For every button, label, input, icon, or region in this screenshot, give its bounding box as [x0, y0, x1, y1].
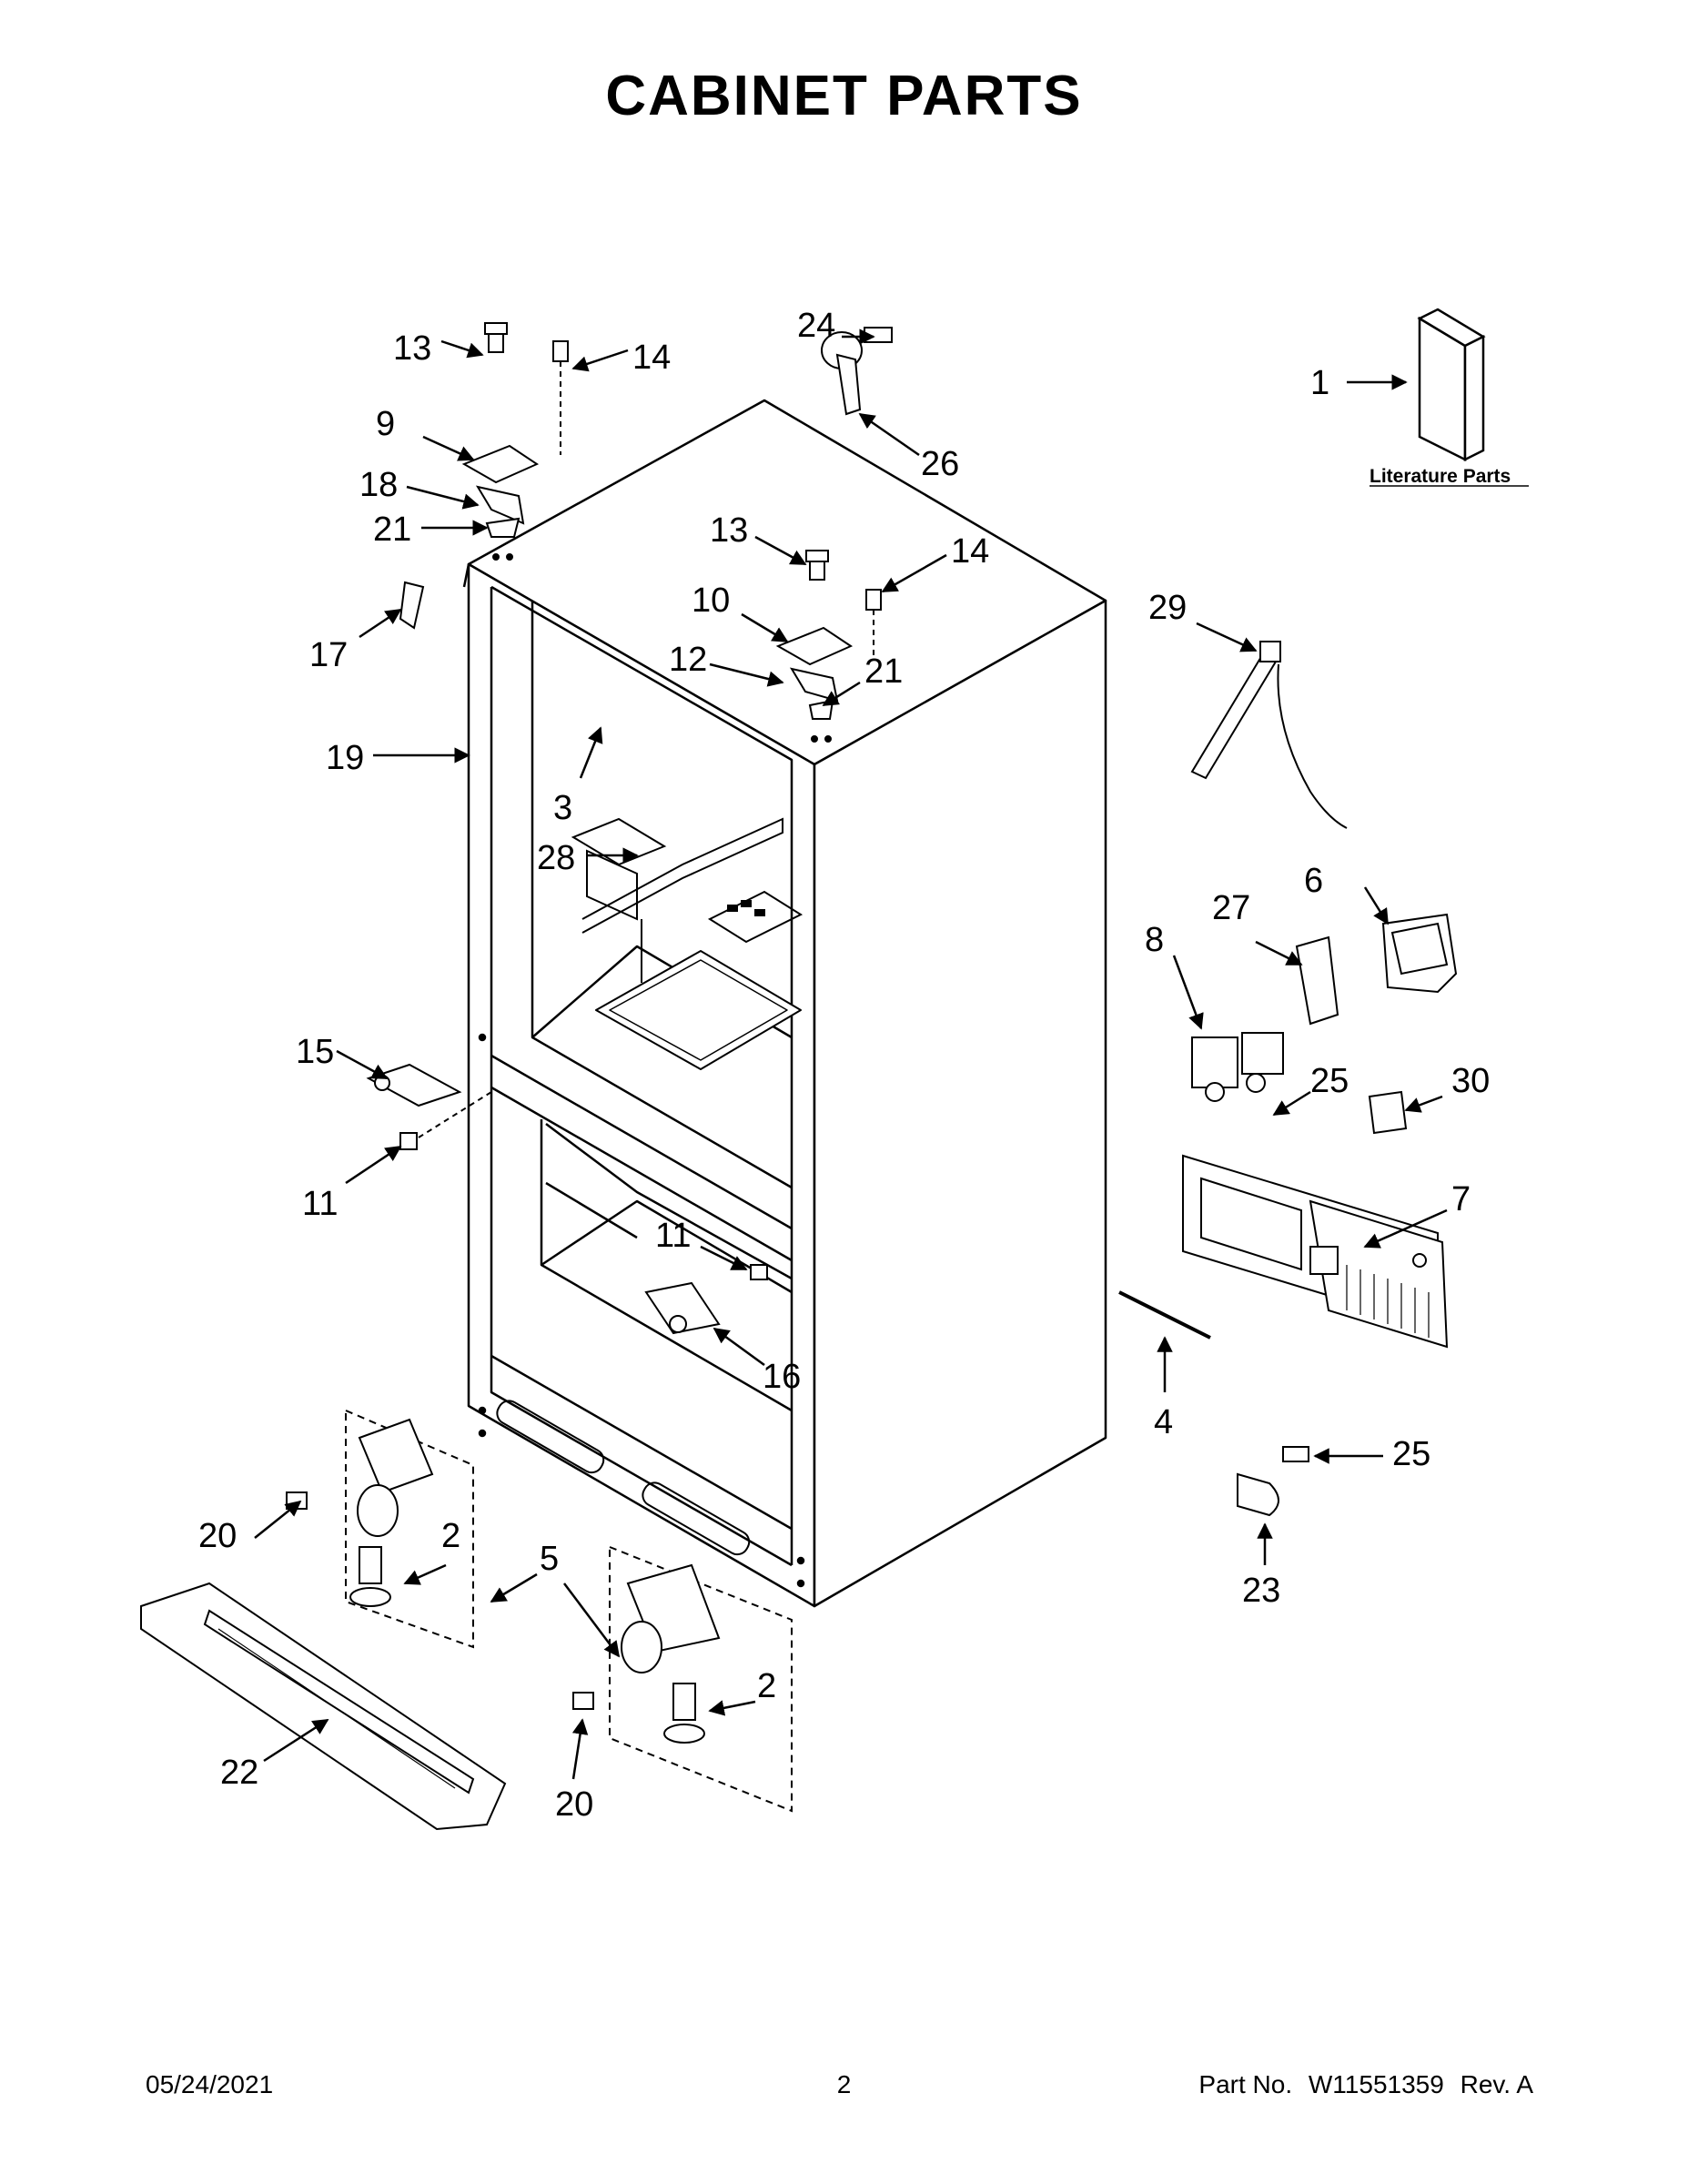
- leveling-leg-right: [572, 1545, 793, 1813]
- callout-14b: 14: [951, 532, 989, 571]
- callout-23: 23: [1242, 1572, 1280, 1610]
- cabinet-body: [462, 399, 1107, 1608]
- callout-26: 26: [921, 445, 959, 483]
- callout-25a: 25: [1310, 1062, 1349, 1100]
- callout-10: 10: [692, 581, 730, 620]
- footer-part-info: Part No. W11551359 Rev. A: [1189, 2070, 1533, 2099]
- leader-arrows: [254, 329, 1448, 1780]
- part-29-tube: [1190, 641, 1348, 829]
- page-title: CABINET PARTS: [605, 65, 1083, 127]
- footer-date: 05/24/2021: [146, 2070, 274, 2098]
- callout-13b: 13: [710, 511, 748, 550]
- callout-24: 24: [797, 307, 835, 345]
- part-23-clamp: [1237, 1446, 1309, 1517]
- callout-15: 15: [296, 1033, 334, 1071]
- callout-30: 30: [1451, 1062, 1490, 1100]
- callout-17: 17: [309, 636, 348, 674]
- callout-4: 4: [1154, 1403, 1173, 1441]
- callout-12: 12: [669, 641, 707, 679]
- part-4-seal-strip: [1118, 1290, 1211, 1340]
- part-8-water-valve: [1191, 1032, 1284, 1102]
- callout-29: 29: [1148, 589, 1187, 627]
- part-27-cover: [1295, 935, 1339, 1026]
- part-22-toe-grille: [140, 1582, 507, 1831]
- callout-8: 8: [1145, 921, 1164, 959]
- callout-14a: 14: [632, 339, 671, 377]
- part-17-clip: [399, 581, 425, 630]
- callout-7: 7: [1451, 1180, 1471, 1218]
- callout-11a: 11: [302, 1185, 338, 1223]
- callout-19: 19: [326, 739, 364, 777]
- callout-20b: 20: [555, 1785, 593, 1824]
- footer-revision: Rev. A: [1460, 2070, 1533, 2098]
- top-hinge-left: [461, 322, 569, 561]
- callout-9: 9: [376, 405, 395, 443]
- callout-labels: 13 14 9 18 21 17 19 3 28 13 14 10 12 21 …: [198, 307, 1490, 1824]
- callout-22: 22: [220, 1754, 258, 1792]
- middle-hinge-center: [644, 1264, 768, 1335]
- callout-27: 27: [1212, 889, 1250, 927]
- callout-21a: 21: [373, 511, 411, 549]
- part-7-rear-access-panel: [1182, 1154, 1449, 1349]
- callout-28: 28: [537, 839, 575, 877]
- callout-6: 6: [1304, 862, 1323, 900]
- callout-21b: 21: [864, 652, 903, 691]
- callout-25b: 25: [1392, 1435, 1430, 1473]
- callout-5: 5: [540, 1540, 559, 1578]
- footer-part-label: Part No.: [1198, 2070, 1293, 2098]
- leveling-leg-left: [286, 1409, 474, 1649]
- callout-3: 3: [553, 789, 572, 827]
- callout-2a: 2: [441, 1517, 460, 1555]
- callout-16: 16: [763, 1358, 801, 1396]
- part-30-connector: [1368, 1090, 1408, 1135]
- callout-2b: 2: [757, 1667, 776, 1705]
- footer-part-number: W11551359: [1308, 2070, 1444, 2098]
- literature-parts-label: Literature Parts: [1370, 466, 1511, 487]
- literature-booklet: [1417, 308, 1486, 462]
- callout-1: 1: [1310, 364, 1329, 402]
- callout-20a: 20: [198, 1517, 237, 1555]
- callout-18: 18: [359, 466, 398, 504]
- part-6-water-filter-housing: [1381, 913, 1458, 994]
- footer-page-number: 2: [836, 2070, 852, 2098]
- callout-13a: 13: [393, 329, 431, 368]
- callout-11b: 11: [655, 1217, 691, 1255]
